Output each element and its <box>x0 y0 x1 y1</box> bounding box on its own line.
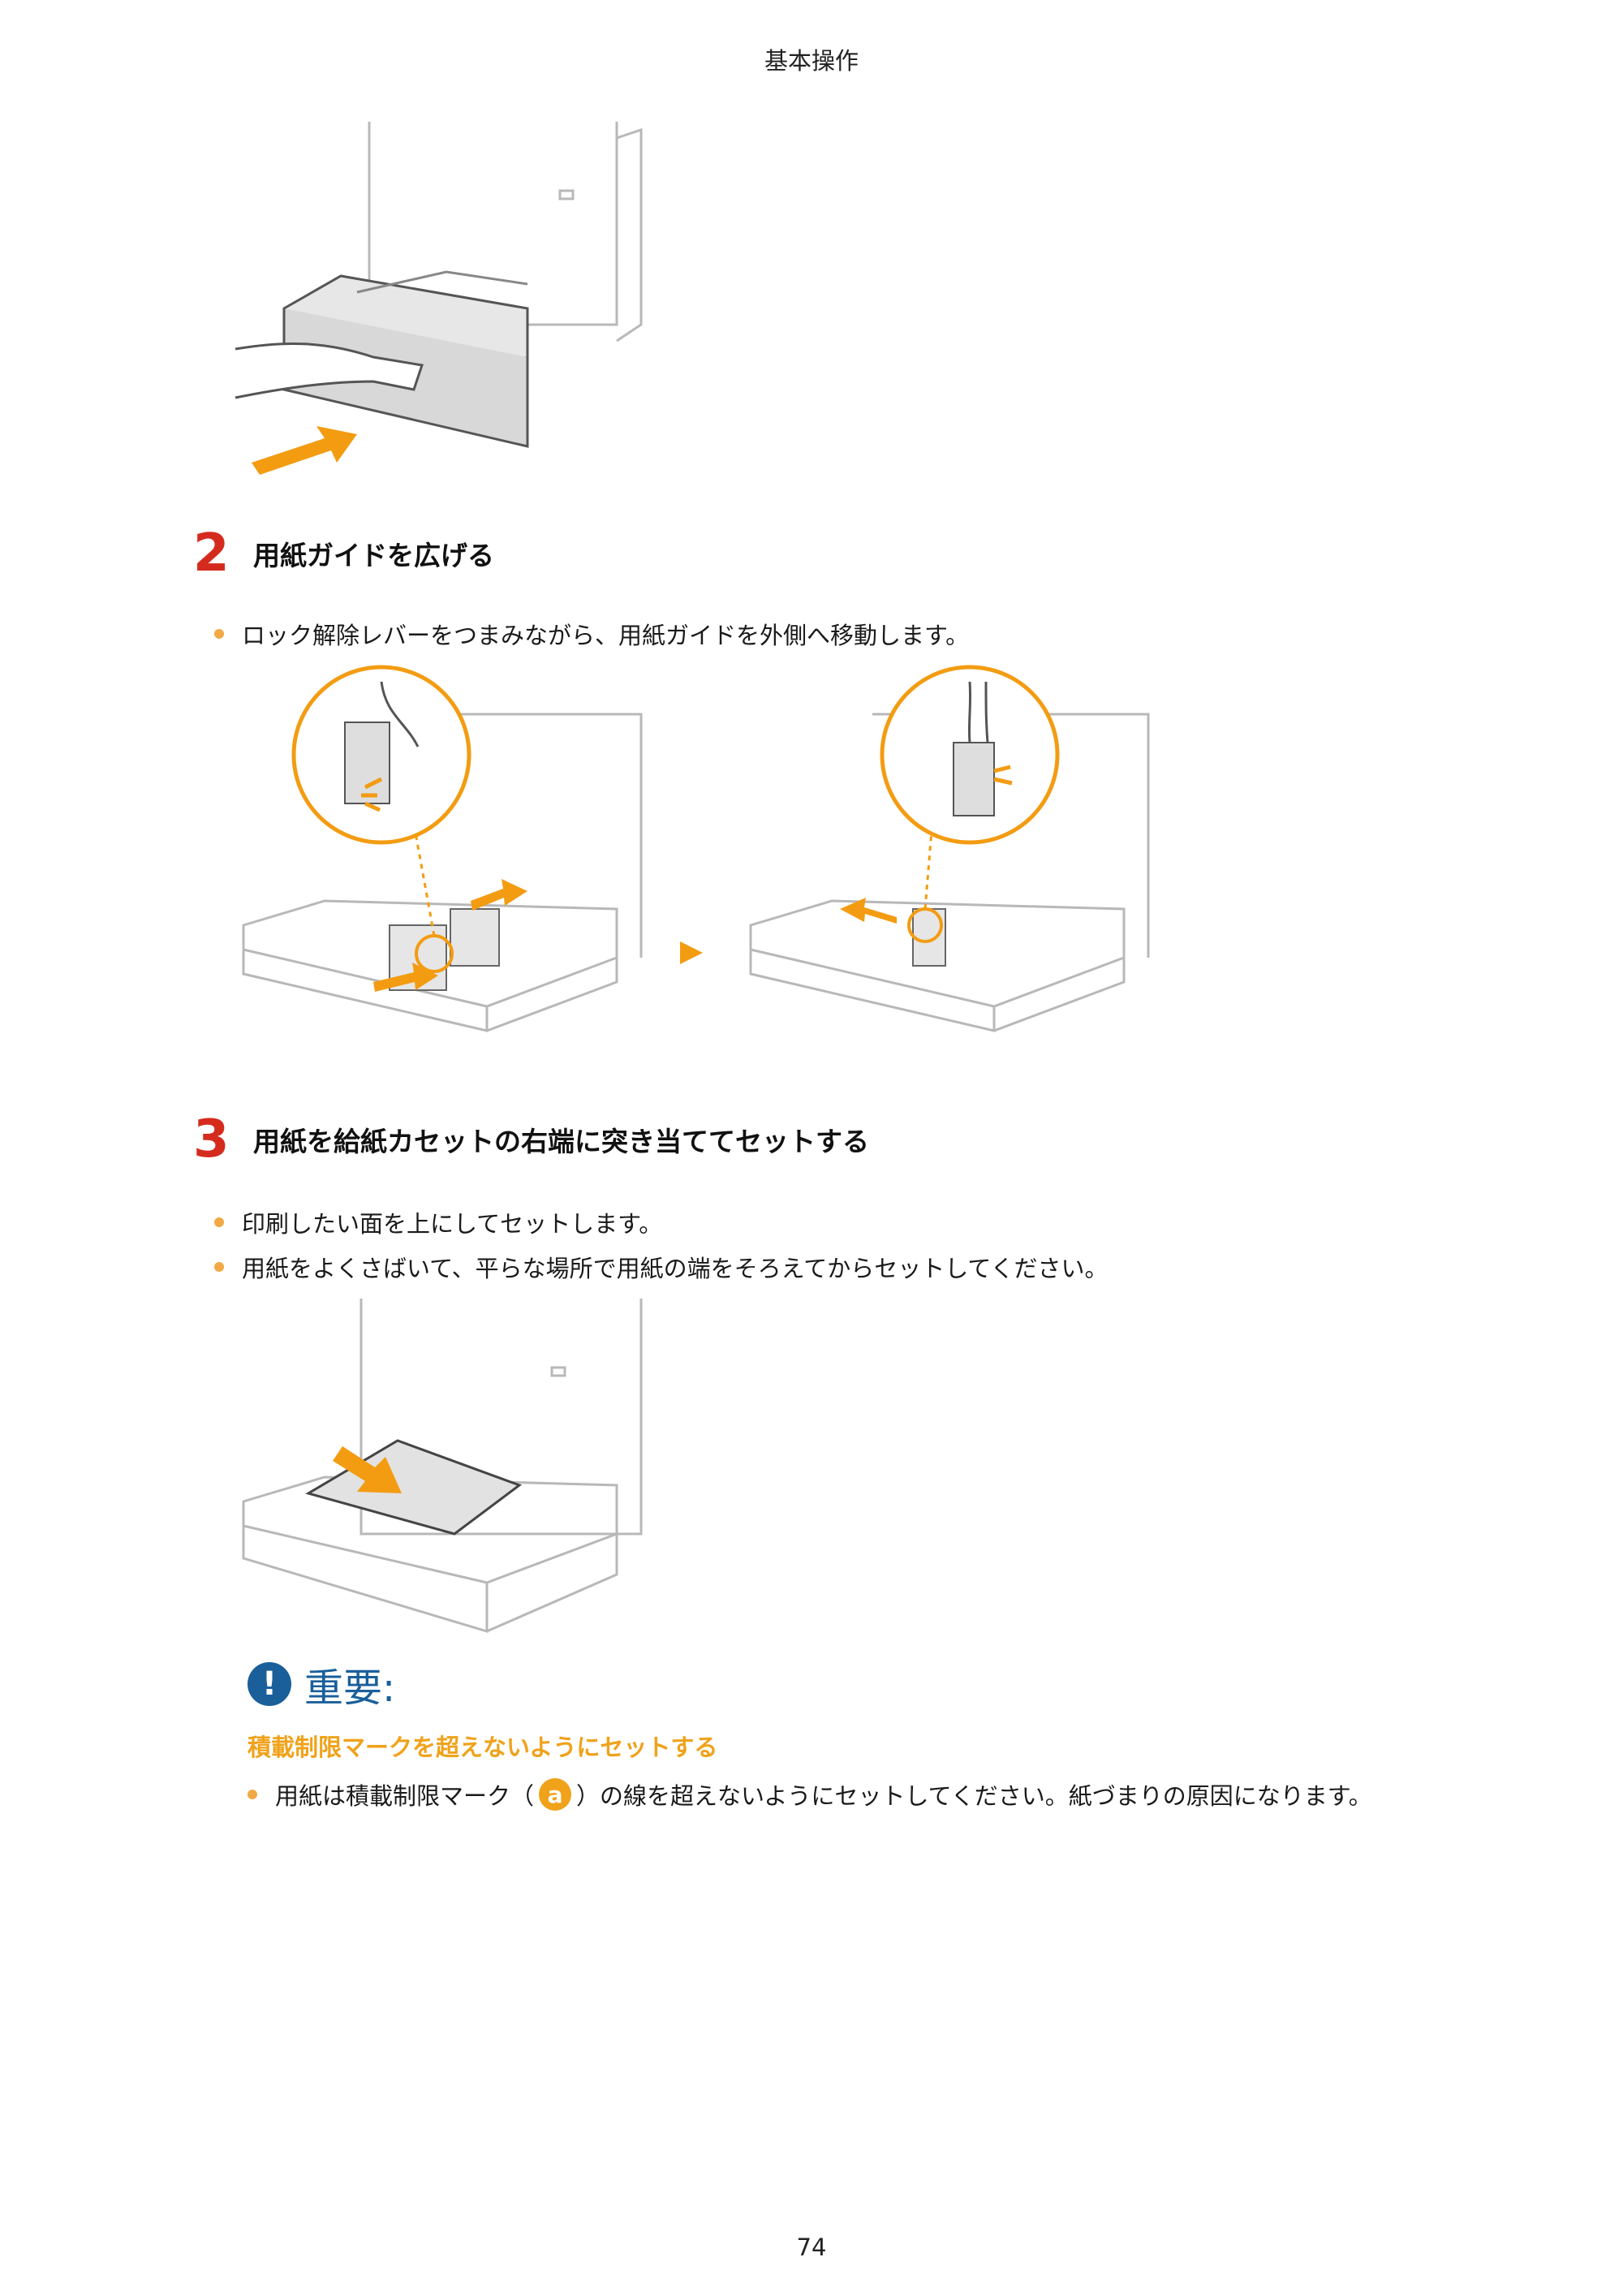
bullet-dot <box>214 1217 224 1227</box>
illustration-load-paper <box>242 1299 643 1634</box>
bullet-text: 用紙をよくさばいて、平らな場所で用紙の端をそろえてからセットしてください。 <box>242 1255 1109 1282</box>
step-title: 用紙を給紙カセットの右端に突き当ててセットする <box>253 1126 869 1157</box>
bullet-text-after: ）の線を超えないようにセットしてください。紙づまりの原因になります。 <box>576 1782 1372 1810</box>
illustration-guide-lever-right <box>749 665 1150 1032</box>
illustration-guide-lever-left <box>242 665 643 1032</box>
bullet-text: 印刷したい面を上にしてセットします。 <box>242 1210 663 1238</box>
step-title: 用紙ガイドを広げる <box>253 540 494 571</box>
list-item: 用紙をよくさばいて、平らな場所で用紙の端をそろえてからセットしてください。 <box>214 1250 1109 1284</box>
step-3: 3 用紙を給紙カセットの右端に突き当ててセットする <box>193 1114 869 1165</box>
running-header: 基本操作 <box>764 47 859 75</box>
list-item: ロック解除レバーをつまみながら、用紙ガイドを外側へ移動します。 <box>214 617 969 651</box>
exclamation-icon: ! <box>248 1662 291 1706</box>
bullet-dot <box>248 1790 257 1799</box>
important-subtitle: 積載制限マークを超えないようにセットする <box>248 1734 718 1761</box>
next-arrow-icon <box>680 941 703 964</box>
list-item: 印刷したい面を上にしてセットします。 <box>214 1205 662 1239</box>
step-number: 2 <box>193 523 230 584</box>
important-title: 重要: <box>304 1665 396 1711</box>
step-number: 3 <box>193 1109 230 1170</box>
list-item: 用紙は積載制限マーク（ a ）の線を超えないようにセットしてください。紙づまりの… <box>248 1777 1372 1811</box>
bullet-dot <box>214 1262 224 1272</box>
illustration-pull-cassette <box>235 122 643 475</box>
bullet-dot <box>214 629 224 639</box>
important-heading: ! 重要: <box>248 1656 395 1712</box>
load-limit-mark-icon: a <box>539 1778 572 1811</box>
bullet-text: ロック解除レバーをつまみながら、用紙ガイドを外側へ移動します。 <box>242 622 970 649</box>
page-number: 74 <box>796 2234 827 2261</box>
bullet-text-before: 用紙は積載制限マーク（ <box>275 1782 535 1810</box>
step-2: 2 用紙ガイドを広げる <box>193 528 494 579</box>
